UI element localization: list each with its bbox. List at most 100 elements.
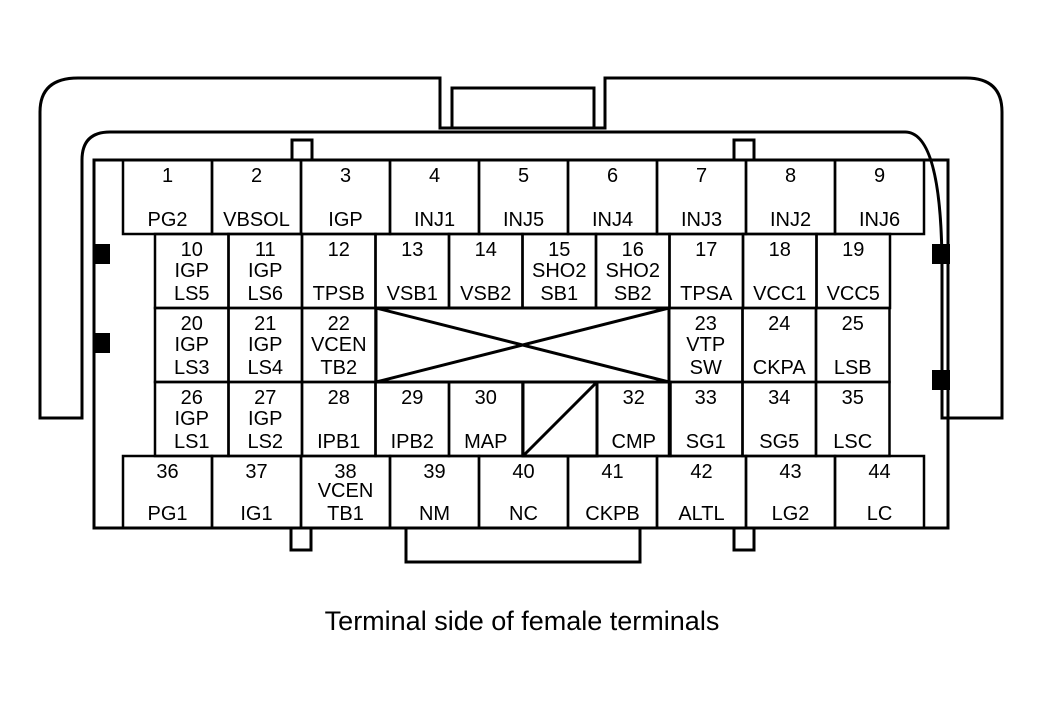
side-block-right-1 bbox=[932, 244, 950, 264]
terminal-signal-label: IGP bbox=[248, 334, 282, 356]
terminal-signal-label: INJ3 bbox=[681, 209, 722, 231]
terminal-number: 32 bbox=[623, 387, 645, 409]
terminal-signal-label: SW bbox=[690, 357, 722, 379]
empty-cavity-large-cross-2 bbox=[375, 306, 670, 384]
terminal-number: 38 bbox=[334, 461, 356, 483]
terminal-signal-label: IGP bbox=[248, 260, 282, 282]
terminal-number: 15 bbox=[548, 239, 570, 261]
bottom-key bbox=[404, 528, 642, 564]
terminal-number: 14 bbox=[475, 239, 497, 261]
terminal-grid: 1PG22VBSOL3IGP4INJ15INJ56INJ47INJ38INJ29… bbox=[121, 158, 926, 530]
terminal-number: 17 bbox=[695, 239, 717, 261]
terminal-signal-label: TB2 bbox=[320, 357, 357, 379]
terminal-number: 3 bbox=[340, 165, 351, 187]
top-peg-right bbox=[732, 138, 756, 162]
terminal-signal-label: LSC bbox=[833, 431, 872, 453]
terminal-number: 37 bbox=[245, 461, 267, 483]
terminal-signal-label: LS5 bbox=[174, 283, 210, 305]
terminal-signal-label: IGP bbox=[248, 408, 282, 430]
terminal-signal-label: NM bbox=[419, 503, 450, 525]
side-block-right-2 bbox=[932, 370, 950, 390]
terminal-number: 29 bbox=[401, 387, 423, 409]
side-block-left-1 bbox=[94, 244, 110, 264]
terminal-cavity bbox=[833, 454, 926, 530]
terminal-signal-label: INJ2 bbox=[770, 209, 811, 231]
terminal-signal-label: LSB bbox=[834, 357, 872, 379]
top-peg-left bbox=[290, 138, 314, 162]
terminal-number: 26 bbox=[181, 387, 203, 409]
terminal-signal-label: IGP bbox=[175, 408, 209, 430]
terminal-signal-label: SHO2 bbox=[606, 260, 660, 282]
terminal-number: 20 bbox=[181, 313, 203, 335]
terminal-number: 43 bbox=[779, 461, 801, 483]
terminal-signal-label: PG1 bbox=[147, 503, 187, 525]
terminal-signal-label: NC bbox=[509, 503, 538, 525]
terminal-number: 5 bbox=[518, 165, 529, 187]
terminal-number: 36 bbox=[156, 461, 178, 483]
terminal-signal-label: SB2 bbox=[614, 283, 652, 305]
terminal-number: 18 bbox=[769, 239, 791, 261]
terminal-number: 16 bbox=[622, 239, 644, 261]
terminal-signal-label: VSB1 bbox=[387, 283, 438, 305]
terminal-number: 40 bbox=[512, 461, 534, 483]
terminal-signal-label: CKPA bbox=[753, 357, 807, 379]
terminal-signal-label: LC bbox=[867, 503, 893, 525]
terminal-signal-label: INJ1 bbox=[414, 209, 455, 231]
terminal-signal-label: INJ4 bbox=[592, 209, 633, 231]
terminal-signal-label: VTP bbox=[686, 334, 725, 356]
terminal-number: 11 bbox=[255, 239, 276, 261]
connector-diagram: 1PG22VBSOL3IGP4INJ15INJ56INJ47INJ38INJ29… bbox=[38, 76, 1004, 564]
terminal-number: 25 bbox=[842, 313, 864, 335]
terminal-signal-label: VCEN bbox=[311, 334, 367, 356]
terminal-signal-label: MAP bbox=[464, 431, 507, 453]
terminal-number: 44 bbox=[868, 461, 890, 483]
connector-outer-housing bbox=[38, 76, 1004, 420]
terminal-signal-label: LS3 bbox=[174, 357, 210, 379]
terminal-number: 24 bbox=[768, 313, 790, 335]
terminal-number: 42 bbox=[690, 461, 712, 483]
terminal-signal-label: LS2 bbox=[247, 431, 283, 453]
terminal-number: 1 bbox=[162, 165, 173, 187]
terminal-signal-label: IGP bbox=[328, 209, 362, 231]
terminal-signal-label: VBSOL bbox=[223, 209, 290, 231]
terminal-number: 22 bbox=[328, 313, 350, 335]
terminal-number: 21 bbox=[254, 313, 276, 335]
terminal-signal-label: IG1 bbox=[240, 503, 272, 525]
empty-cavity-31-slash bbox=[521, 380, 599, 458]
terminal-number: 23 bbox=[695, 313, 717, 335]
bottom-peg-right bbox=[732, 526, 756, 552]
terminal-signal-label: PG2 bbox=[147, 209, 187, 231]
bottom-peg-left bbox=[289, 526, 313, 552]
terminal-number: 41 bbox=[601, 461, 623, 483]
terminal-signal-label: LG2 bbox=[772, 503, 810, 525]
terminal-signal-label: VSB2 bbox=[460, 283, 511, 305]
